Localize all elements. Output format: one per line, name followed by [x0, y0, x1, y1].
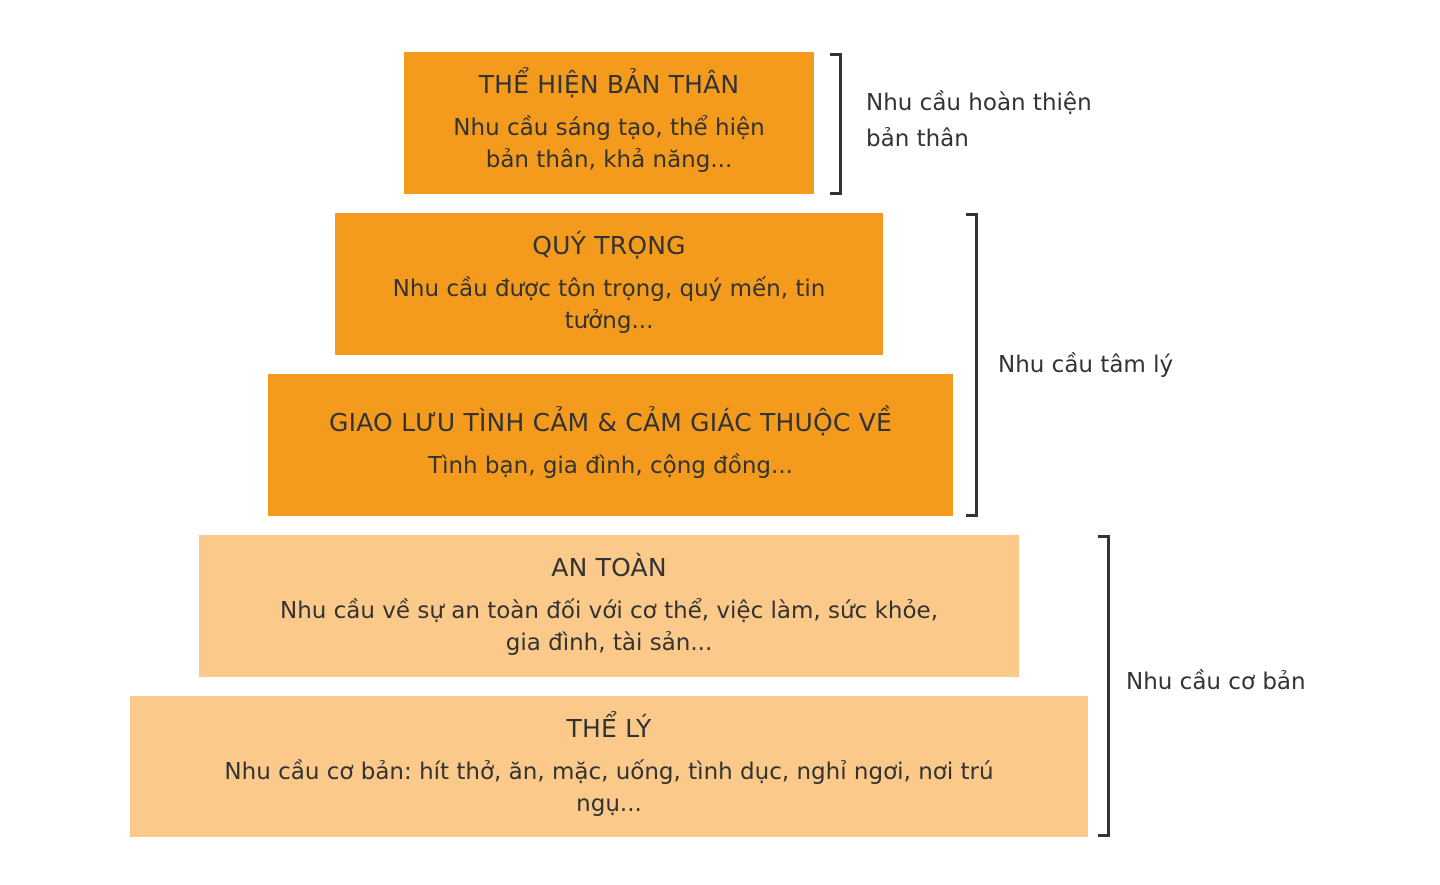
pyramid-tier-belonging: GIAO LƯU TÌNH CẢM & CẢM GIÁC THUỘC VỀ Tì… [268, 374, 953, 516]
group-bracket-psychological [966, 213, 978, 517]
group-label-psychological: Nhu cầu tâm lý [998, 352, 1174, 378]
tier-title: THỂ HIỆN BẢN THÂN [478, 70, 740, 99]
tier-title: QUÝ TRỌNG [532, 231, 686, 260]
group-label-basic: Nhu cầu cơ bản [1126, 669, 1306, 695]
tier-description: Nhu cầu được tôn trọng, quý mến, tin tưở… [392, 276, 826, 334]
pyramid-tier-esteem: QUÝ TRỌNG Nhu cầu được tôn trọng, quý mế… [335, 213, 883, 355]
tier-title: THỂ LÝ [566, 713, 652, 743]
pyramid-tier-physiological: THỂ LÝ Nhu cầu cơ bản: hít thở, ăn, mặc,… [130, 696, 1088, 837]
tier-title: AN TOÀN [551, 553, 667, 582]
group-label-self-fulfillment: Nhu cầu hoàn thiện bản thân [866, 90, 1092, 152]
group-bracket-basic [1098, 535, 1110, 837]
pyramid-tier-safety: AN TOÀN Nhu cầu về sự an toàn đối với cơ… [199, 535, 1019, 677]
tier-description: Tình bạn, gia đình, cộng đồng... [428, 453, 793, 479]
tier-description: Nhu cầu về sự an toàn đối với cơ thể, vi… [279, 598, 938, 656]
tier-description: Nhu cầu sáng tạo, thể hiện bản thân, khả… [453, 115, 765, 173]
group-bracket-self-fulfillment [830, 53, 842, 195]
tier-description: Nhu cầu cơ bản: hít thở, ăn, mặc, uống, … [224, 758, 994, 817]
pyramid-tier-self-actualization: THỂ HIỆN BẢN THÂN Nhu cầu sáng tạo, thể … [404, 52, 814, 194]
tier-title: GIAO LƯU TÌNH CẢM & CẢM GIÁC THUỘC VỀ [329, 408, 892, 437]
